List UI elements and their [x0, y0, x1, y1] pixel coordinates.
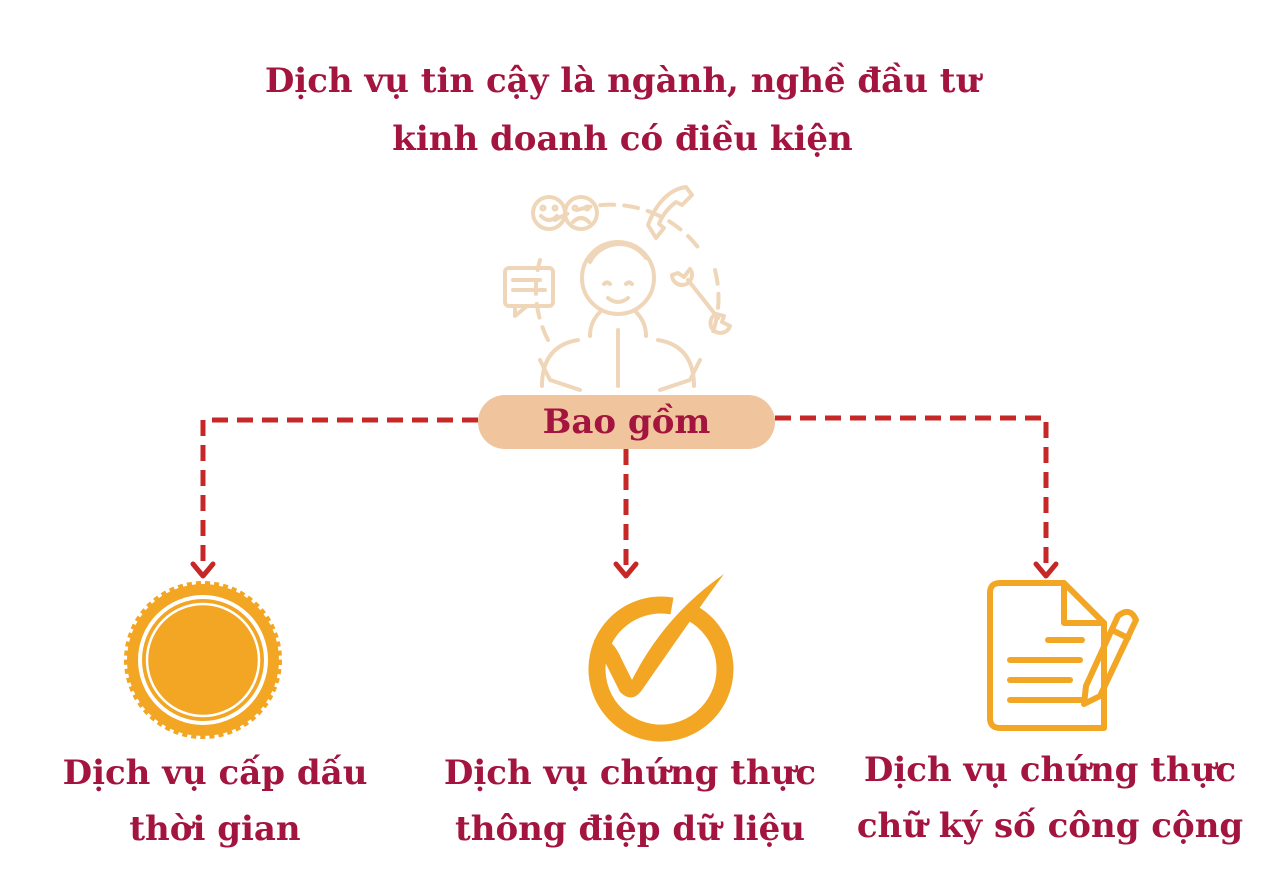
branch-label-time-stamping: Dịch vụ cấp dấu thời gian: [40, 745, 390, 857]
seal-icon: [124, 581, 282, 739]
title-line-2: kinh doanh có điều kiện: [392, 119, 853, 159]
hub-label: Bao gồm: [542, 402, 711, 442]
branch-3-line-2: chữ ký số công cộng: [856, 806, 1244, 846]
branch-2-line-2: thông điệp dữ liệu: [455, 809, 805, 849]
document-signing-icon: [987, 580, 1139, 731]
checkmark-icon: [588, 574, 734, 742]
branch-1-line-2: thời gian: [129, 809, 301, 849]
customer-service-person-icon: [503, 185, 732, 392]
arrowhead-left: [190, 561, 216, 579]
arrowhead-right: [1033, 561, 1059, 579]
diagram-title: Dịch vụ tin cậy là ngành, nghề đầu tư ki…: [0, 52, 1245, 168]
connectors: [200, 415, 1049, 566]
branch-label-data-message: Dịch vụ chứng thực thông điệp dữ liệu: [440, 745, 820, 857]
connector-right: [775, 415, 1049, 566]
branch-label-digital-signature: Dịch vụ chứng thực chữ ký số công cộng: [855, 742, 1245, 854]
arrowhead-center: [613, 561, 639, 579]
branch-2-line-1: Dịch vụ chứng thực: [443, 753, 817, 793]
branch-1-line-1: Dịch vụ cấp dấu: [62, 753, 368, 793]
connector-left: [200, 417, 478, 566]
title-line-1: Dịch vụ tin cậy là ngành, nghề đầu tư: [264, 61, 981, 101]
branch-3-line-1: Dịch vụ chứng thực: [863, 750, 1237, 790]
hub-pill: Bao gồm: [478, 395, 775, 449]
arrowheads: [190, 561, 1059, 579]
